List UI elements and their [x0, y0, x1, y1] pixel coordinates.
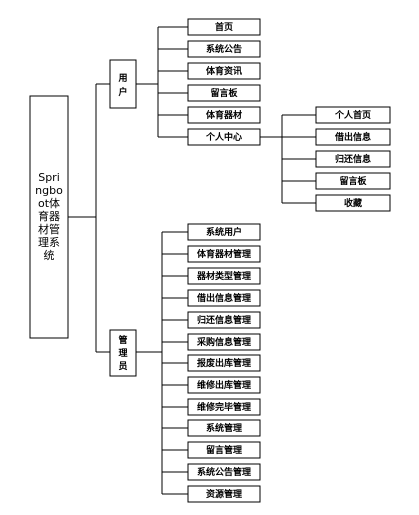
- root-label-line: ot体: [38, 196, 60, 210]
- admin-label-line: 员: [118, 361, 127, 372]
- personal-center-item-label: 留言板: [339, 175, 367, 187]
- user-node: 用 户: [109, 59, 137, 109]
- personal-center-item: 借出信息: [315, 128, 391, 146]
- user-item: 留言板: [187, 84, 261, 102]
- personal-center-item: 个人首页: [315, 106, 391, 124]
- personal-center-item: 归还信息: [315, 150, 391, 168]
- admin-item: 器材类型管理: [187, 267, 261, 285]
- personal-center-connectors: [260, 114, 316, 204]
- admin-item-label: 留言管理: [206, 444, 242, 456]
- admin-item-label: 器材类型管理: [196, 270, 251, 282]
- admin-item-label: 系统管理: [206, 422, 242, 434]
- admin-item-label: 体育器材管理: [197, 248, 251, 260]
- admin-item: 体育器材管理: [187, 245, 261, 263]
- admin-item: 维修出库管理: [187, 376, 261, 394]
- admin-item: 留言管理: [187, 441, 261, 459]
- user-item-label: 留言板: [210, 87, 238, 99]
- user-item-label: 体育资讯: [206, 65, 242, 77]
- user-item-label: 个人中心: [205, 131, 242, 143]
- root-label-line: 材管: [38, 222, 60, 236]
- user-item: 首页: [187, 18, 261, 36]
- admin-item: 采购信息管理: [187, 333, 261, 351]
- admin-item-label: 系统用户: [206, 226, 242, 238]
- personal-center-item-label: 借出信息: [334, 131, 371, 143]
- root-connectors: [68, 83, 110, 353]
- root-label-line: 理系: [38, 236, 60, 249]
- admin-item: 资源管理: [187, 485, 261, 503]
- user-item-label: 体育器材: [206, 109, 242, 121]
- admin-item-label: 维修完毕管理: [197, 401, 251, 413]
- user-label-line: 户: [118, 86, 127, 98]
- admin-item-label: 采购信息管理: [196, 336, 251, 348]
- user-label-line: 用: [117, 73, 127, 84]
- root-label-line: 育器: [38, 209, 60, 223]
- admin-item: 报废出库管理: [187, 354, 261, 372]
- user-item: 体育资讯: [187, 62, 261, 80]
- personal-center-item-label: 个人首页: [334, 109, 371, 121]
- user-item-personal-center: 个人中心: [187, 128, 261, 146]
- admin-item: 系统公告管理: [187, 463, 261, 481]
- user-connectors: [136, 26, 188, 138]
- admin-label-line: 理: [118, 348, 127, 359]
- user-item: 系统公告: [187, 40, 261, 58]
- admin-item: 借出信息管理: [187, 289, 261, 307]
- admin-item-label: 归还信息管理: [197, 314, 251, 326]
- admin-label-line: 管: [118, 334, 127, 346]
- admin-item-label: 系统公告管理: [197, 466, 251, 478]
- root-node: Spri ngbo ot体 育器 材管 理系 统: [29, 95, 69, 339]
- admin-connectors: [136, 231, 188, 495]
- admin-item: 维修完毕管理: [187, 398, 261, 416]
- admin-item-label: 维修出库管理: [197, 379, 251, 391]
- admin-item-label: 借出信息管理: [196, 292, 251, 304]
- admin-item-label: 资源管理: [206, 488, 242, 500]
- admin-item-label: 报废出库管理: [197, 357, 251, 369]
- admin-node: 管 理 员: [109, 329, 137, 377]
- user-item-label: 系统公告: [206, 43, 242, 55]
- root-label-line: Spri: [38, 171, 60, 184]
- personal-center-item: 留言板: [315, 172, 391, 190]
- personal-center-item: 收藏: [315, 194, 391, 212]
- root-label-line: ngbo: [35, 184, 63, 197]
- personal-center-item-label: 归还信息: [335, 153, 371, 165]
- admin-item: 系统管理: [187, 419, 261, 437]
- user-item: 体育器材: [187, 106, 261, 124]
- user-item-label: 首页: [215, 21, 233, 33]
- admin-item: 归还信息管理: [187, 311, 261, 329]
- root-label-line: 统: [44, 249, 55, 262]
- personal-center-item-label: 收藏: [344, 197, 362, 209]
- admin-item: 系统用户: [187, 223, 261, 241]
